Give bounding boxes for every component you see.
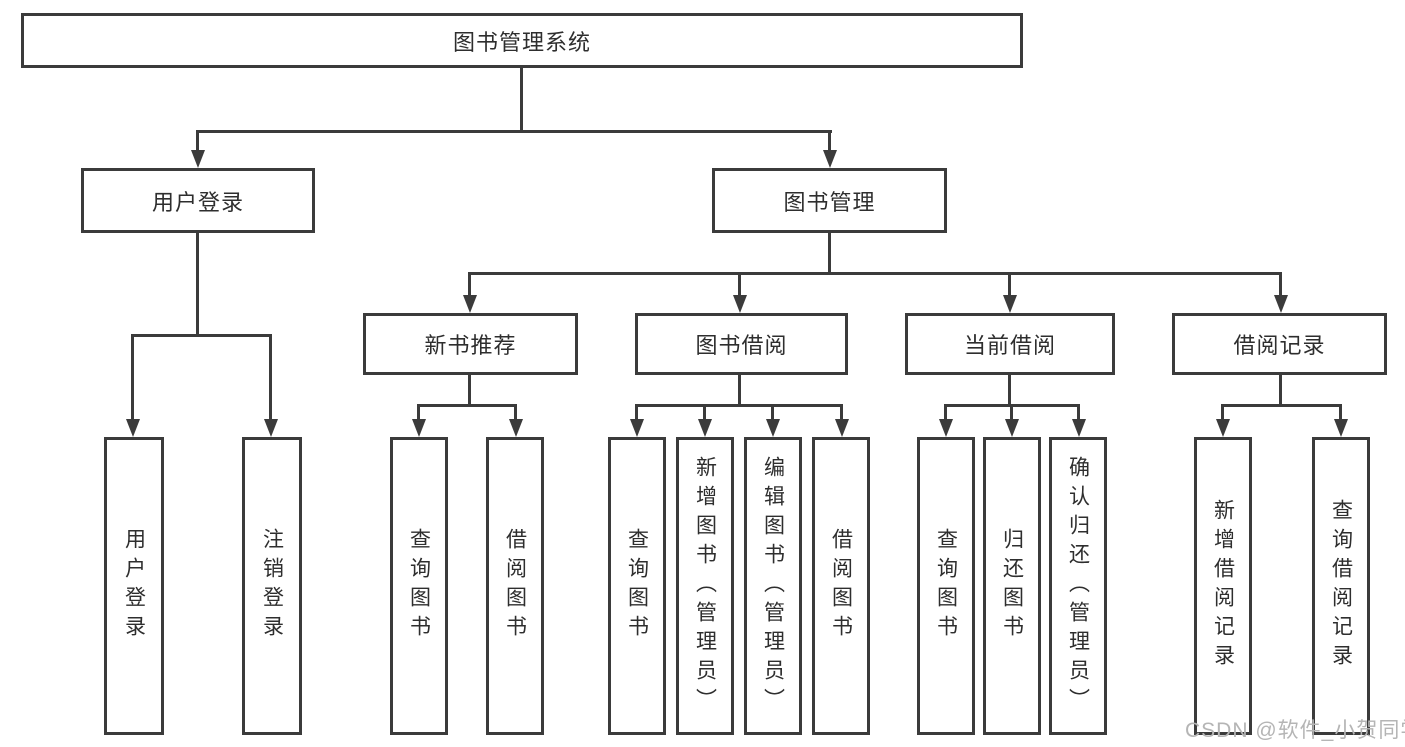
node-book-borrowing: 图书借阅	[635, 313, 848, 375]
connector-line	[1221, 404, 1224, 422]
connector-line	[1008, 375, 1011, 407]
connector-line	[196, 130, 832, 133]
leaf-label: 查询图书	[625, 528, 649, 644]
connector-line	[635, 404, 843, 407]
arrow-down-icon	[1072, 419, 1086, 437]
connector-line	[269, 334, 272, 422]
leaf-confirm-return-admin: 确认归还（管理员）	[1049, 437, 1107, 735]
leaf-label: 查询图书	[934, 528, 958, 644]
leaf-label: 借阅图书	[829, 528, 853, 644]
leaf-label: 归还图书	[1000, 528, 1024, 644]
connector-line	[840, 404, 843, 422]
connector-line	[131, 334, 134, 422]
leaf-label: 借阅图书	[503, 528, 527, 644]
arrow-down-icon	[835, 419, 849, 437]
node-library-management-system: 图书管理系统	[21, 13, 1023, 68]
node-label: 用户登录	[151, 189, 244, 215]
arrow-down-icon	[1005, 419, 1019, 437]
connector-line	[828, 130, 831, 152]
leaf-query-books-current: 查询图书	[917, 437, 975, 735]
leaf-label: 编辑图书（管理员）	[761, 455, 785, 717]
leaf-edit-books-admin: 编辑图书（管理员）	[744, 437, 802, 735]
node-label: 图书管理	[783, 189, 876, 215]
arrow-down-icon	[509, 419, 523, 437]
node-label: 当前借阅	[963, 333, 1056, 358]
leaf-user-login: 用户登录	[104, 437, 164, 735]
node-label: 新书推荐	[424, 333, 517, 358]
arrow-down-icon	[939, 419, 953, 437]
connector-line	[1077, 404, 1080, 422]
arrow-down-icon	[1334, 419, 1348, 437]
connector-line	[944, 404, 947, 422]
connector-line	[1221, 404, 1342, 407]
arrow-down-icon	[766, 419, 780, 437]
leaf-label: 注销登录	[260, 528, 284, 644]
connector-line	[1010, 404, 1013, 422]
arrow-down-icon	[733, 295, 747, 313]
connector-line	[417, 404, 420, 422]
connector-line	[196, 130, 199, 152]
node-borrowing-records: 借阅记录	[1172, 313, 1387, 375]
connector-line	[703, 404, 706, 422]
leaf-query-borrow-record: 查询借阅记录	[1312, 437, 1370, 735]
connector-line	[1008, 272, 1011, 298]
node-label: 借阅记录	[1233, 333, 1326, 358]
leaf-logout: 注销登录	[242, 437, 302, 735]
leaf-add-borrow-record: 新增借阅记录	[1194, 437, 1252, 735]
node-label: 图书借阅	[695, 333, 788, 358]
arrow-down-icon	[412, 419, 426, 437]
arrow-down-icon	[823, 150, 837, 168]
node-label: 图书管理系统	[452, 29, 591, 55]
connector-line	[468, 272, 471, 298]
leaf-borrow-books: 借阅图书	[812, 437, 870, 735]
connector-line	[738, 375, 741, 407]
node-book-management: 图书管理	[712, 168, 947, 233]
connector-line	[1339, 404, 1342, 422]
leaf-borrow-books-recommend: 借阅图书	[486, 437, 544, 735]
csdn-watermark: CSDN @软件_小贺同学	[1185, 719, 1405, 742]
connector-line	[1279, 272, 1282, 298]
connector-line	[738, 272, 741, 298]
leaf-query-books-borrowing: 查询图书	[608, 437, 666, 735]
connector-line	[514, 404, 517, 422]
connector-line	[520, 68, 523, 132]
connector-line	[468, 272, 1282, 275]
arrow-down-icon	[630, 419, 644, 437]
connector-line	[1279, 375, 1282, 407]
node-current-borrowing: 当前借阅	[905, 313, 1115, 375]
arrow-down-icon	[264, 419, 278, 437]
node-user-login: 用户登录	[81, 168, 315, 233]
connector-line	[196, 233, 199, 337]
arrow-down-icon	[126, 419, 140, 437]
connector-line	[635, 404, 638, 422]
arrow-down-icon	[1274, 295, 1288, 313]
leaf-label: 查询借阅记录	[1329, 499, 1353, 673]
connector-line	[828, 233, 831, 275]
connector-line	[771, 404, 774, 422]
node-new-book-recommendation: 新书推荐	[363, 313, 578, 375]
leaf-return-books: 归还图书	[983, 437, 1041, 735]
arrow-down-icon	[463, 295, 477, 313]
leaf-label: 用户登录	[122, 528, 146, 644]
leaf-query-books-recommend: 查询图书	[390, 437, 448, 735]
arrow-down-icon	[1216, 419, 1230, 437]
leaf-label: 确认归还（管理员）	[1066, 455, 1090, 717]
leaf-label: 新增借阅记录	[1211, 499, 1235, 673]
arrow-down-icon	[698, 419, 712, 437]
leaf-label: 查询图书	[407, 528, 431, 644]
leaf-add-books-admin: 新增图书（管理员）	[676, 437, 734, 735]
arrow-down-icon	[191, 150, 205, 168]
leaf-label: 新增图书（管理员）	[693, 455, 717, 717]
arrow-down-icon	[1003, 295, 1017, 313]
connector-line	[131, 334, 272, 337]
connector-line	[417, 404, 517, 407]
connector-line	[468, 375, 471, 407]
